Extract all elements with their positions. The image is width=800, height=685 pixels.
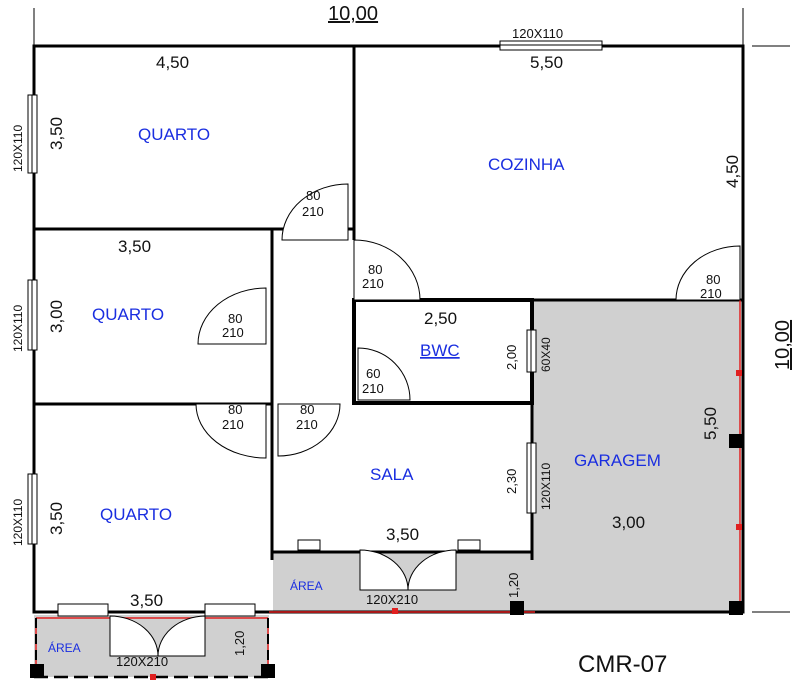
area1-door: 120X210 — [366, 592, 418, 607]
area1-depth: 1,20 — [506, 573, 521, 598]
garagem-name: GARAGEM — [574, 451, 661, 470]
door-5-width: 60 — [366, 366, 380, 381]
quarto2-name: QUARTO — [92, 305, 164, 324]
sala-height: 2,30 — [504, 469, 519, 494]
cozinha-window: 120X110 — [512, 26, 563, 41]
quarto1-height: 3,50 — [47, 117, 66, 150]
quarto3-name: QUARTO — [100, 505, 172, 524]
project-code: CMR-07 — [578, 651, 667, 678]
area2-door: 120X210 — [116, 654, 168, 669]
cozinha-width: 5,50 — [530, 53, 563, 72]
quarto3-height: 3,50 — [47, 502, 66, 535]
quarto3-width: 3,50 — [130, 591, 163, 610]
area2-name: ÁREA — [48, 640, 81, 655]
overall-depth-label: 10,00 — [772, 320, 794, 370]
door-6-width: 80 — [228, 402, 242, 417]
sala-name: SALA — [370, 465, 414, 484]
door-3-width: 80 — [706, 272, 720, 287]
door-7-height: 210 — [296, 417, 318, 432]
bwc-width: 2,50 — [424, 309, 457, 328]
door-swings — [195, 183, 741, 459]
sala-width: 3,50 — [386, 525, 419, 544]
door-4-width: 80 — [228, 311, 242, 326]
door-2-height: 210 — [362, 276, 384, 291]
garagem-height: 5,50 — [701, 407, 720, 440]
cozinha-height: 4,50 — [723, 155, 742, 188]
door-4-height: 210 — [222, 325, 244, 340]
cozinha-name: COZINHA — [488, 155, 565, 174]
bwc-name: BWC — [420, 341, 460, 360]
quarto2-width: 3,50 — [118, 237, 151, 256]
quarto1-name: QUARTO — [138, 125, 210, 144]
quarto1-window: 120X110 — [11, 125, 25, 172]
door-7-width: 80 — [300, 402, 314, 417]
quarto2-height: 3,00 — [47, 300, 66, 333]
quarto2-window: 120X110 — [11, 305, 25, 352]
area1-name: ÁREA — [290, 578, 323, 593]
lot-boundary — [30, 300, 745, 680]
windows — [27, 40, 603, 545]
quarto1-width: 4,50 — [156, 53, 189, 72]
overall-width-label: 10,00 — [328, 3, 378, 25]
door-3-height: 210 — [700, 286, 722, 301]
bwc-height: 2,00 — [504, 345, 519, 370]
door-1-height: 210 — [302, 204, 324, 219]
door-1-width: 80 — [306, 188, 320, 203]
bwc-window: 60X40 — [539, 337, 553, 372]
garagem-width: 3,00 — [612, 513, 645, 532]
quarto3-window: 120X110 — [11, 499, 25, 546]
door-5-height: 210 — [362, 381, 384, 396]
entrance-doors — [57, 539, 481, 657]
area2-depth: 1,20 — [232, 631, 247, 656]
door-2-width: 80 — [368, 262, 382, 277]
door-6-height: 210 — [222, 417, 244, 432]
sala-window: 120X110 — [539, 463, 553, 510]
dimension-lines — [33, 8, 790, 613]
